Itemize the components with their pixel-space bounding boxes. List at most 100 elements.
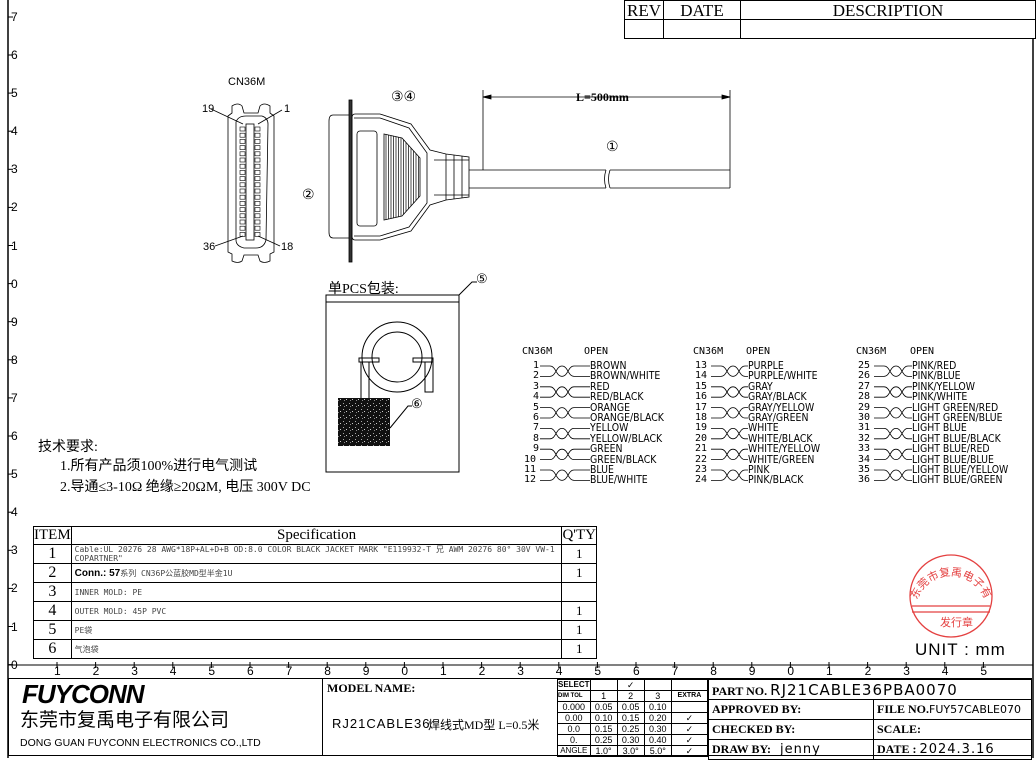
wire-color-label: LIGHT GREEN/RED [912,400,999,414]
tolerance-value: 0.10 [643,701,672,713]
pin-number: 36 [858,474,871,486]
tolerance-value: 3.0° [616,745,645,757]
title-block [8,678,1032,756]
tolerance-dim: 0. [557,734,591,746]
ruler-tick-label: 9 [362,664,370,678]
item-qty: 1 [561,639,597,659]
ruler-tick-label: 8 [324,664,331,678]
ruler-tick-label: 6 [247,664,254,678]
tolerance-dim: 0.000 [557,701,591,713]
pinout-header-open: OPEN [746,346,771,357]
item-spec: Cable:UL 20276 28 AWG*18P+AL+D+B OD:8.0 … [70,544,563,564]
model-name-label: MODEL NAME: [327,681,416,695]
item-header: ITEM [33,526,72,545]
tolerance-dim: ANGLE [557,745,591,757]
twisted-pair [874,427,912,440]
pin-number: 10 [524,453,537,465]
checked-by-label: CHECKED BY: [708,719,874,740]
tol-col: EXTRA [670,690,709,702]
tolerance-value: 0.05 [589,701,618,713]
wire-color-label: WHITE/BLACK [748,431,813,445]
wire-color-label: PINK/BLUE [912,369,961,383]
tolerance-value: 0.40 [643,734,672,746]
tolerance-value: 0.20 [643,712,672,724]
company-stamp: 东莞市复禹电子有限公司 发行章 [900,548,995,638]
select-label: SELECT [557,679,591,691]
pinout-header-connector: CN36M [693,346,724,357]
pin-number: 29 [858,401,871,413]
front-view-label: CN36M [228,76,266,88]
pin-number: 28 [858,391,871,403]
pinout-header-open: OPEN [910,346,935,357]
ruler-tick-label: 3 [11,162,18,177]
requirement-2: 2.导通≤3-10Ω 绝缘≥20ΩM, 电压 300V DC [60,480,311,495]
wire-color-label: PINK [748,463,770,476]
callout-3-4: ③④ [391,88,417,104]
model-name-value: RJ21CABLE36 [332,716,431,731]
unit-label: UNIT : mm [915,640,1006,659]
ruler-tick-label: 6 [11,48,18,62]
tolerance-value: 0.25 [616,723,645,735]
pinout-header-connector: CN36M [522,346,553,357]
wire-color-label: GRAY/YELLOW [748,400,815,414]
twisted-pair [711,427,748,440]
wire-color-label: PINK/WHITE [912,390,968,404]
wire-color-label: LIGHT BLUE [912,421,967,435]
ruler-tick-label: 0 [11,657,18,672]
twisted-pair [874,386,912,398]
twisted-pair [540,365,590,377]
item-number: 1 [33,544,72,564]
item-qty: 1 [561,620,597,640]
tolerance-value: ✓ [670,734,709,746]
pin-18-label: 18 [281,241,294,253]
twisted-pair-symbols [540,365,912,481]
wire-color-label: LIGHT BLUE/BLACK [912,431,1001,445]
item-number: 4 [33,601,72,621]
tolerance-value: 5.0° [643,745,672,757]
ruler-tick-label: 4 [11,505,18,520]
twisted-pair [711,386,748,398]
tolerance-value: 0.30 [643,723,672,735]
wire-color-label: LIGHT GREEN/BLUE [912,411,1003,424]
twisted-pair [874,448,912,461]
pin-36-label: 36 [203,241,216,253]
ruler-tick-label: 9 [748,664,756,678]
wire-color-label: YELLOW/BLACK [590,431,663,445]
ruler-tick-label: 1 [440,664,447,678]
spec-header: Specification [70,526,563,545]
pin-number: 4 [533,391,540,403]
pin-number: 14 [695,370,708,382]
approved-by-label: APPROVED BY: [708,699,874,720]
pin-number: 17 [695,401,708,413]
pin-number: 30 [858,412,871,423]
item-spec: OUTER MOLD: 45P PVC [70,601,563,621]
ruler-tick-label: 5 [11,86,18,101]
company-name-en: DONG GUAN FUYCONN ELECTRONICS CO.,LTD [20,737,261,749]
ruler-tick-label: 3 [517,664,524,678]
ruler-tick-label: 5 [980,664,988,678]
ruler-tick-label: 3 [11,543,18,558]
wire-color-label: GRAY [748,379,773,393]
requirements-title: 技术要求: [38,440,98,455]
wire-color-label: PINK/YELLOW [912,379,975,393]
ruler-tick-label: 5 [594,664,602,678]
pin-number: 18 [695,412,708,423]
wire-color-label: PURPLE/WHITE [748,369,818,383]
wire-color-label: BLUE/WHITE [590,473,648,487]
pin-number: 3 [533,380,540,392]
revision-table: REV DATE DESCRIPTION [624,0,1036,39]
wire-color-label: LIGHT BLUE/GREEN [912,473,1003,487]
pin-number: 6 [533,412,540,423]
pin-number: 33 [858,443,871,455]
tol-label: TOL [570,693,583,699]
ruler-tick-label: 2 [11,200,18,215]
item-spec: INNER MOLD: PE [70,582,563,602]
ruler-tick-label: 2 [11,581,18,596]
wire-color-label: WHITE [748,421,779,435]
tolerance-value: 1.0° [589,745,618,757]
